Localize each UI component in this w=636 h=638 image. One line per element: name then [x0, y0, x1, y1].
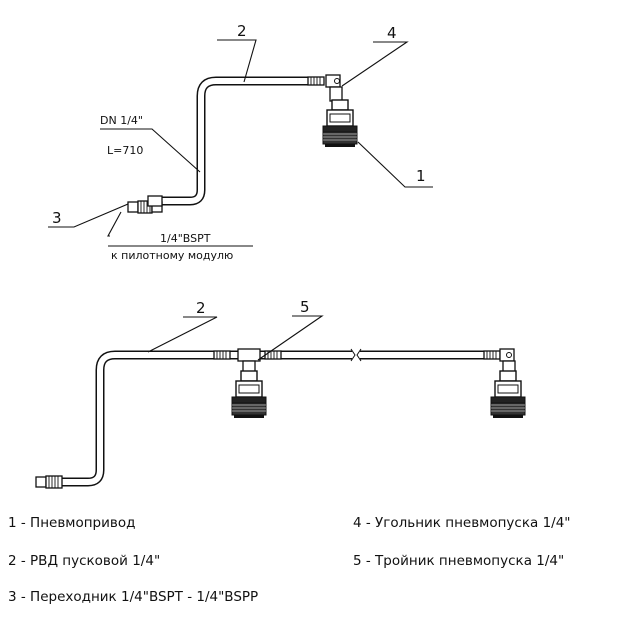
length-label: L=710: [107, 144, 143, 157]
callout-4: 4: [387, 24, 397, 42]
legend-item-2: 2 - РВД пусковой 1/4": [8, 553, 161, 569]
callout-3: 3: [52, 209, 62, 227]
callout-2-bottom: 2: [196, 299, 206, 317]
bottom-actuator-2: [490, 370, 526, 419]
elbow-fitting: [325, 74, 343, 102]
top-actuator: [322, 99, 358, 148]
top-hose: [152, 76, 308, 206]
legend-item-3: 3 - Переходник 1/4"BSPT - 1/4"BSPP: [8, 589, 259, 605]
callout-1: 1: [416, 167, 426, 185]
dn-label: DN 1/4": [100, 114, 143, 127]
tee-fitting: [237, 348, 261, 374]
legend: 1 - Пневмопривод 2 - РВД пусковой 1/4" 3…: [0, 505, 636, 625]
callout-5: 5: [300, 298, 310, 316]
callout-2-top: 2: [237, 22, 247, 40]
legend-item-1: 1 - Пневмопривод: [8, 515, 136, 531]
destination-label: к пилотному модулю: [111, 249, 233, 262]
bottom-assembly: 2 5: [35, 298, 526, 489]
bottom-actuator-1: [231, 370, 267, 419]
bottom-hose: [62, 350, 352, 487]
legend-item-4: 4 - Угольник пневмопуска 1/4": [353, 515, 571, 531]
legend-item-5: 5 - Тройник пневмопуска 1/4": [353, 553, 565, 569]
top-assembly: 2 4 1 3 DN 1/4" L=710 1/4"BSPT к пилотно…: [48, 22, 433, 262]
thread-label: 1/4"BSPT: [160, 232, 211, 245]
